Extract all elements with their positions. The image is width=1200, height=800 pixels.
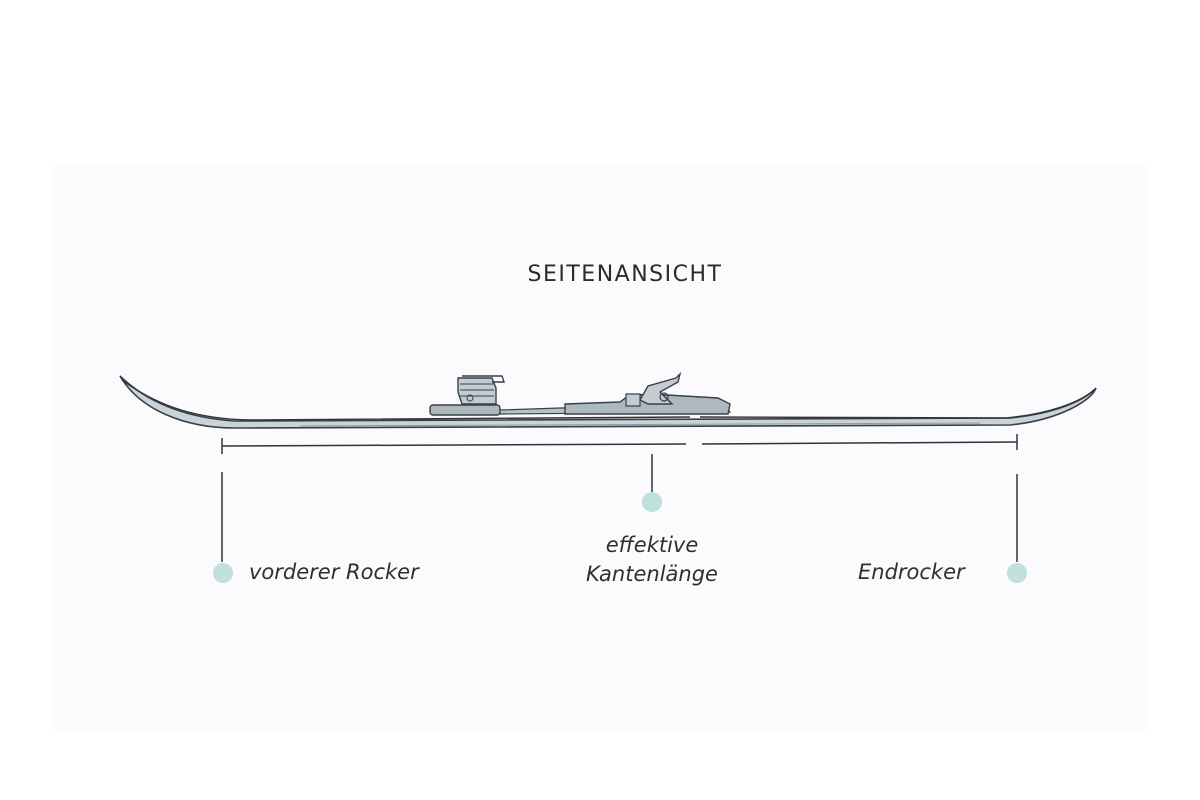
diagram-title: SEITENANSICHT — [527, 262, 723, 287]
effective-edge-marker — [642, 492, 662, 512]
rear-rocker-label: Endrocker — [858, 560, 965, 584]
front-rocker-marker — [213, 563, 233, 583]
edge-length-line-right — [701, 441, 1018, 445]
ski-body — [119, 375, 1097, 429]
effective-edge-label-line2: Kantenlänge — [586, 562, 718, 586]
ski-top-line-rear — [699, 389, 1095, 419]
heel-binding — [564, 371, 731, 415]
rear-rocker-marker — [1007, 563, 1027, 583]
edge-length-line-left — [221, 443, 687, 447]
toe-binding — [429, 375, 505, 416]
front-rocker-label: vorderer Rocker — [249, 560, 419, 584]
ski-base-shading — [299, 422, 981, 427]
ski-top-line — [121, 379, 691, 421]
effective-edge-label: effektive Kantenlänge — [552, 531, 752, 589]
effective-edge-label-line1: effektive — [605, 533, 699, 557]
diagram-panel — [52, 166, 1148, 730]
